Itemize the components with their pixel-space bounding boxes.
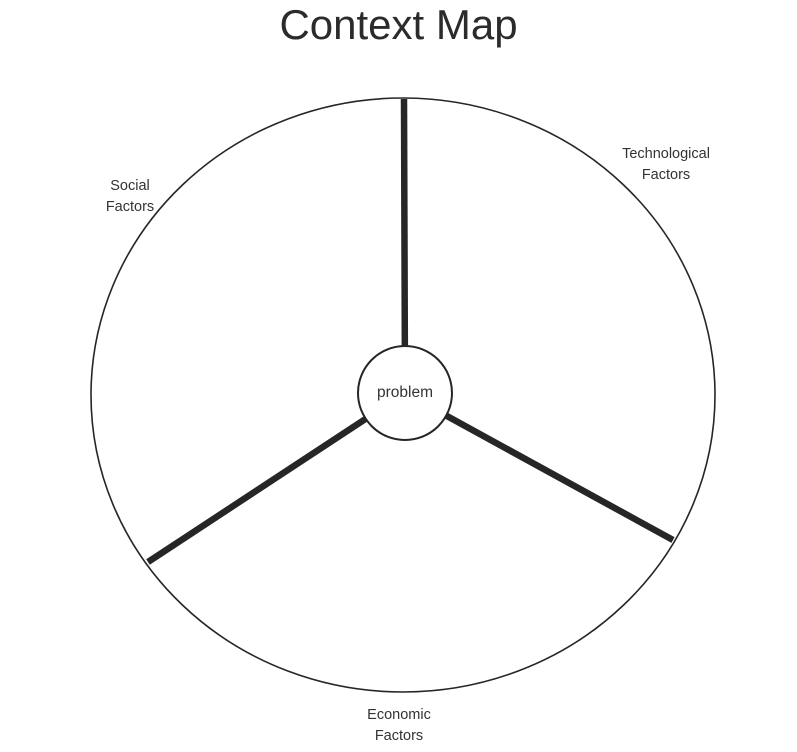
sector-label-technological: Technological Factors [622,146,710,183]
sector-label-social: Social Factors [105,178,155,215]
page-title: Context Map [279,1,518,48]
center-circle [357,345,453,441]
spoke-lower-left [146,390,407,565]
problem-label: problem [377,384,433,401]
sector-label-economic: Economic Factors [367,707,431,744]
spoke-lower-right [403,390,675,543]
spoke-top [400,98,409,394]
